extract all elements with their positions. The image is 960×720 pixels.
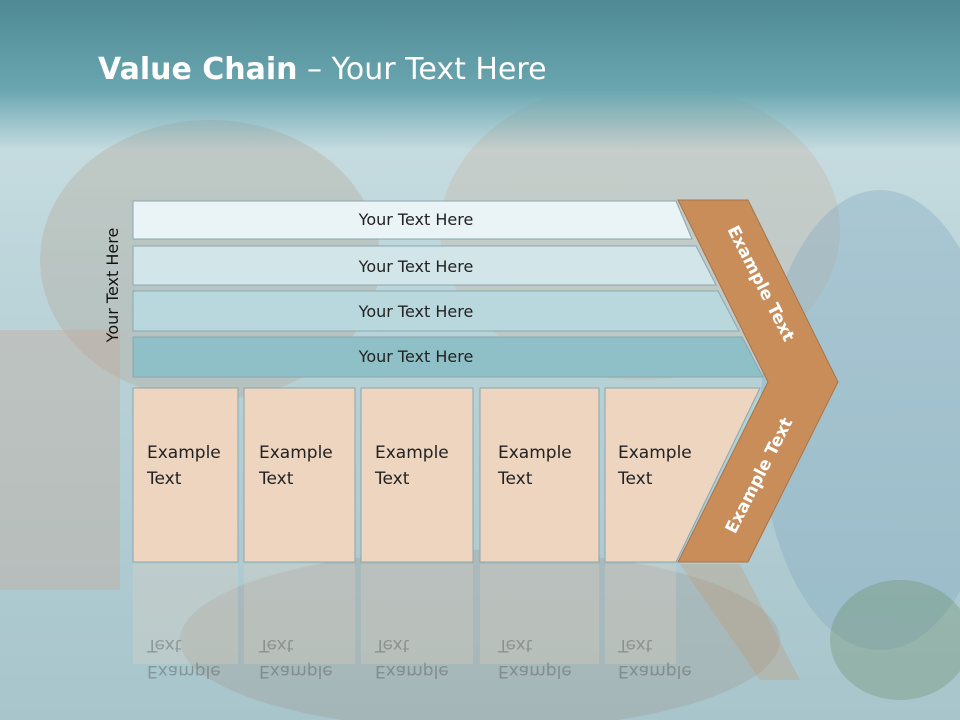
bar-2[interactable] bbox=[132, 245, 717, 286]
column-2-line1: Example bbox=[259, 443, 333, 463]
column-3-line1: Example bbox=[375, 443, 449, 463]
column-2-text: Example Text bbox=[259, 440, 333, 492]
bar-1-label: Your Text Here bbox=[358, 210, 474, 229]
column-1-text: Example Text bbox=[147, 440, 221, 492]
column-1[interactable] bbox=[132, 387, 239, 563]
column-2-reflection-line2: Text bbox=[259, 635, 294, 655]
column-5-reflection-line2: Text bbox=[618, 635, 653, 655]
column-2[interactable] bbox=[243, 387, 356, 563]
column-3-reflection-line1: Example bbox=[375, 661, 449, 681]
column-5-text: Example Text bbox=[618, 440, 692, 492]
column-1-line1: Example bbox=[147, 443, 221, 463]
column-5-line1: Example bbox=[618, 443, 692, 463]
title-bar bbox=[0, 0, 960, 150]
column-5[interactable] bbox=[604, 387, 761, 563]
column-1-line2: Text bbox=[147, 469, 182, 489]
column-4-reflection-line1: Example bbox=[498, 661, 572, 681]
chevron-arrow[interactable] bbox=[677, 199, 839, 563]
slide-title: Value Chain – Your Text Here bbox=[98, 52, 547, 87]
column-3-line2: Text bbox=[375, 469, 410, 489]
bar-3[interactable] bbox=[132, 290, 740, 332]
column-5-line2: Text bbox=[618, 469, 653, 489]
title-bold: Value Chain bbox=[98, 52, 298, 87]
column-4-text: Example Text bbox=[498, 440, 572, 492]
column-3-text: Example Text bbox=[375, 440, 449, 492]
column-4[interactable] bbox=[479, 387, 600, 563]
column-1-reflection-line2: Text bbox=[147, 635, 182, 655]
column-2-line2: Text bbox=[259, 469, 294, 489]
bar-4[interactable] bbox=[132, 336, 764, 378]
bar-1[interactable] bbox=[132, 200, 693, 240]
column-4-reflection-line2: Text bbox=[498, 635, 533, 655]
column-4-line2: Text bbox=[498, 469, 533, 489]
column-5-reflection-line1: Example bbox=[618, 661, 692, 681]
bar-2-label: Your Text Here bbox=[358, 257, 474, 276]
column-2-reflection-line1: Example bbox=[259, 661, 333, 681]
bar-4-label: Your Text Here bbox=[358, 347, 474, 366]
column-3-reflection: Example Text bbox=[375, 632, 449, 684]
column-1-reflection: Example Text bbox=[147, 632, 221, 684]
bar-3-label: Your Text Here bbox=[358, 302, 474, 321]
column-5-reflection: Example Text bbox=[618, 632, 692, 684]
column-3[interactable] bbox=[360, 387, 474, 563]
column-3-reflection-line2: Text bbox=[375, 635, 410, 655]
title-rest: – Your Text Here bbox=[297, 52, 547, 87]
column-1-reflection-line1: Example bbox=[147, 661, 221, 681]
columns-reflection bbox=[133, 564, 800, 680]
column-4-reflection: Example Text bbox=[498, 632, 572, 684]
column-2-reflection: Example Text bbox=[259, 632, 333, 684]
column-4-line1: Example bbox=[498, 443, 572, 463]
